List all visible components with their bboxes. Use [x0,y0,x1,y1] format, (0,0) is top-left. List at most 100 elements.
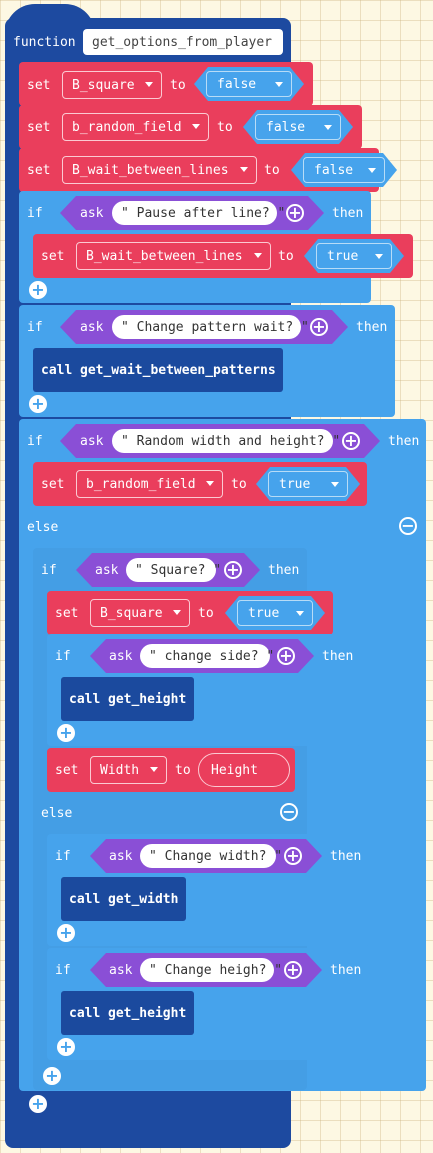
variable-dropdown-width[interactable]: Width [90,756,167,784]
boolean-dropdown[interactable]: true [237,600,313,626]
boolean-block-false[interactable]: false [291,153,397,187]
to-keyword: to [231,477,247,492]
function-name-field[interactable]: get_options_from_player [83,29,283,55]
to-keyword: to [170,78,186,93]
to-keyword: to [198,606,214,621]
chevron-down-icon [206,481,214,486]
if-keyword: if [55,963,71,978]
add-circle-icon[interactable]: + [342,432,360,450]
to-keyword: to [175,763,191,778]
add-circle-icon[interactable]: + [29,1095,47,1113]
boolean-label: true [327,248,359,264]
then-keyword: then [330,849,362,864]
boolean-block-true[interactable]: true [225,596,325,630]
set-keyword: set [27,120,51,135]
add-circle-icon[interactable]: + [224,561,242,579]
boolean-block-false[interactable]: false [194,67,304,101]
call-function-name: get_height [108,692,187,707]
boolean-dropdown[interactable]: true [316,243,392,269]
then-keyword: then [322,649,354,664]
boolean-block-true[interactable]: true [304,239,404,273]
variable-dropdown-b-square[interactable]: B_square [90,599,190,627]
variable-label: Width [100,762,140,778]
add-circle-icon[interactable]: + [284,961,302,979]
else-keyword: else [27,520,59,535]
boolean-dropdown[interactable]: true [268,471,348,497]
chevron-down-icon [331,482,339,487]
variable-label: b_random_field [86,476,196,492]
variable-dropdown-b-wait-between-lines[interactable]: B_wait_between_lines [62,156,257,184]
variable-label: B_square [100,605,163,621]
call-block-get-height[interactable] [61,991,194,1035]
ask-keyword: ask [109,849,133,864]
set-keyword: set [55,606,79,621]
add-circle-icon[interactable]: + [57,924,75,942]
else-keyword: else [41,806,73,821]
call-block-get-height[interactable] [61,677,194,721]
call-function-name: get_height [108,1006,187,1021]
call-keyword: call [41,363,73,378]
set-keyword: set [27,163,51,178]
variable-label: B_wait_between_lines [72,162,229,178]
then-keyword: then [330,963,362,978]
add-circle-icon[interactable]: + [43,1067,61,1085]
variable-dropdown-b-square[interactable]: B_square [62,71,162,99]
if-keyword: if [27,206,43,221]
variable-dropdown-b-wait-between-lines[interactable]: B_wait_between_lines [76,242,271,270]
prompt-input-side[interactable]: " change side? " [140,644,274,668]
remove-circle-icon[interactable]: − [280,803,298,821]
then-keyword: then [268,563,300,578]
add-circle-icon[interactable]: + [310,318,328,336]
prompt-input-width[interactable]: " Change width? " [140,844,282,868]
boolean-label: false [314,162,354,178]
function-hat [5,4,95,34]
boolean-label: false [266,119,306,135]
add-circle-icon[interactable]: + [29,281,47,299]
chevron-down-icon [368,168,376,173]
variable-dropdown-b-random-field[interactable]: b_random_field [76,470,223,498]
prompt-input-pattern[interactable]: " Change pattern wait? " [112,315,309,339]
to-keyword: to [217,120,233,135]
add-circle-icon[interactable]: + [284,847,302,865]
call-block-get-width[interactable] [61,877,186,921]
chevron-down-icon [324,125,332,130]
remove-circle-icon[interactable]: − [399,517,417,535]
set-keyword: set [41,477,65,492]
chevron-down-icon [173,610,181,615]
add-circle-icon[interactable]: + [277,647,295,665]
prompt-input-heigh[interactable]: " Change heigh? " [140,958,282,982]
boolean-dropdown[interactable]: false [206,71,292,97]
boolean-block-false[interactable]: false [243,110,353,144]
to-keyword: to [278,249,294,264]
ask-keyword: ask [80,434,104,449]
call-function-name: get_wait_between_patterns [80,363,276,378]
prompt-input-random[interactable]: " Random width and height? " [112,429,340,453]
prompt-input-square[interactable]: " Square? " [126,558,221,582]
boolean-block-true[interactable]: true [256,467,360,501]
ask-keyword: ask [109,649,133,664]
call-block-get-wait-between-patterns[interactable] [33,348,283,392]
boolean-dropdown[interactable]: false [303,157,385,183]
prompt-input-pause[interactable]: " Pause after line? " [112,201,285,225]
call-keyword: call [69,892,101,907]
chevron-down-icon [275,82,283,87]
call-keyword: call [69,1006,101,1021]
variable-reporter-height[interactable]: Height [198,753,290,787]
set-keyword: set [55,763,79,778]
set-keyword: set [27,78,51,93]
add-circle-icon[interactable]: + [57,1038,75,1056]
call-keyword: call [69,692,101,707]
variable-dropdown-b-random-field[interactable]: b_random_field [62,113,209,141]
chevron-down-icon [145,82,153,87]
add-circle-icon[interactable]: + [57,724,75,742]
if-keyword: if [55,849,71,864]
variable-label: b_random_field [72,119,182,135]
function-keyword: function [13,35,76,50]
variable-label: B_square [72,77,135,93]
if-keyword: if [27,434,43,449]
if-keyword: if [27,320,43,335]
add-circle-icon[interactable]: + [286,204,304,222]
ask-keyword: ask [80,206,104,221]
add-circle-icon[interactable]: + [29,395,47,413]
boolean-dropdown[interactable]: false [255,114,341,140]
